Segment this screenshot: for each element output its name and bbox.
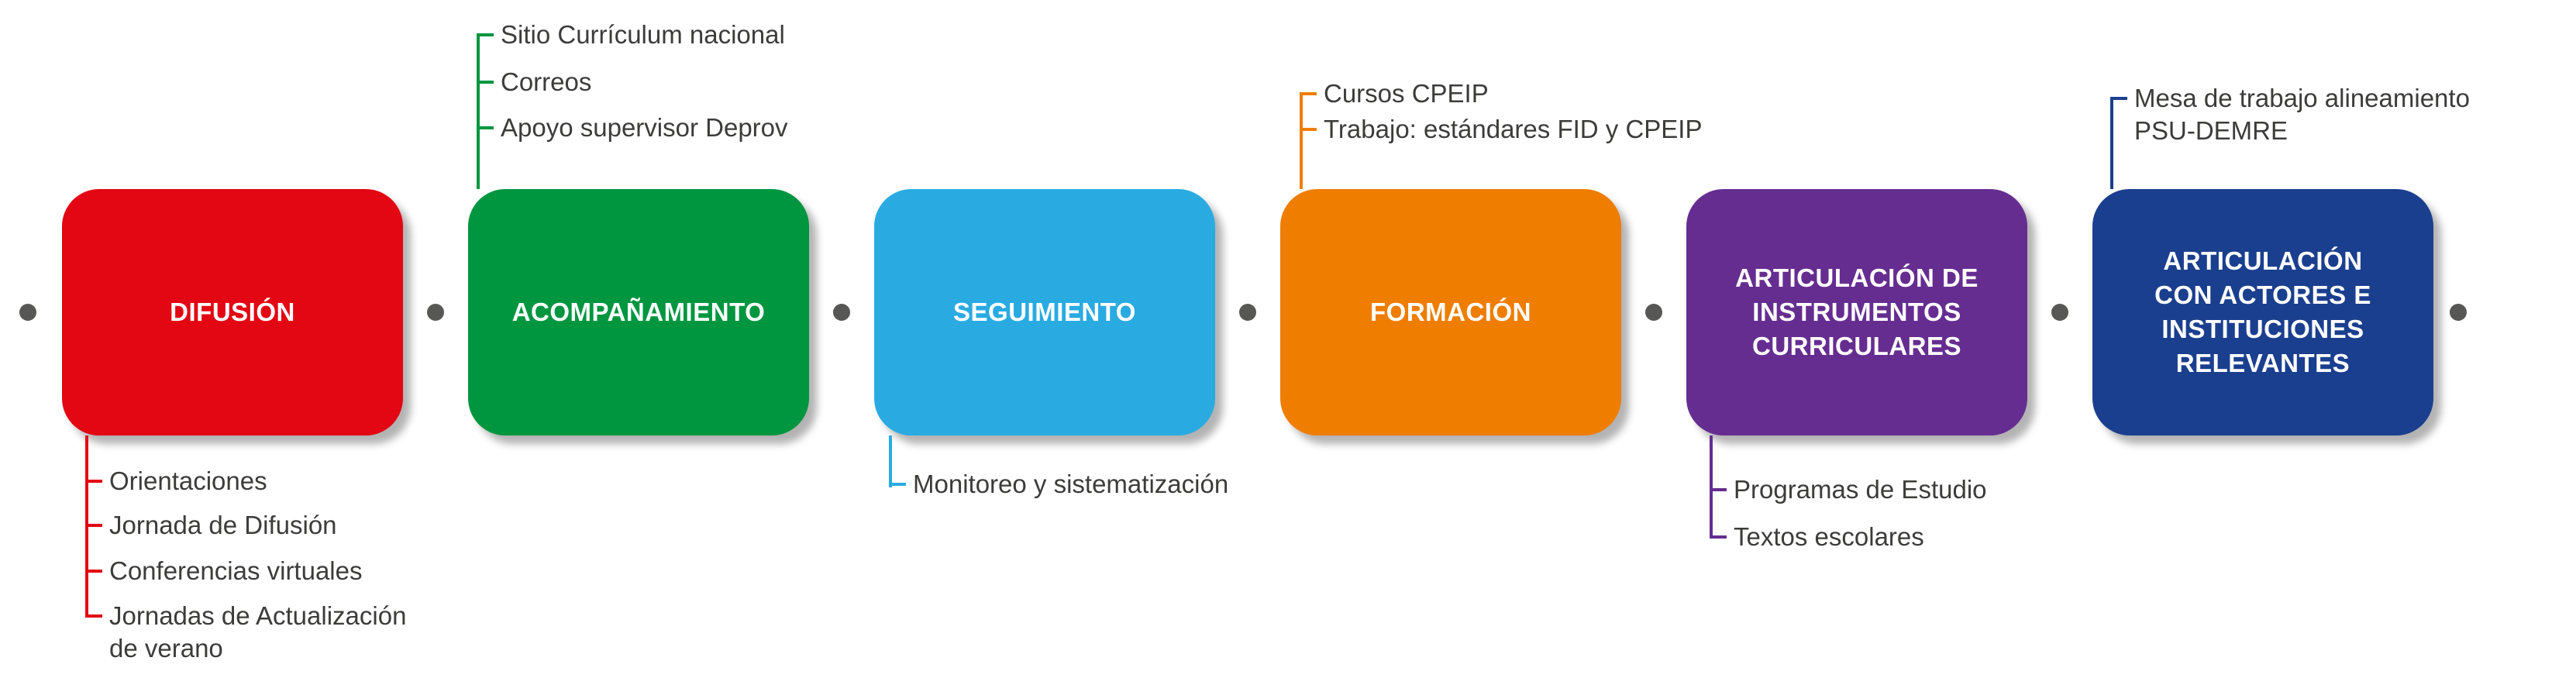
callout-tick: [1300, 92, 1317, 95]
callout-item: Sitio Currículum nacional: [477, 19, 785, 51]
callout-tick: [2110, 97, 2127, 100]
connector-dot: [833, 304, 850, 321]
callout-item-label: Programas de Estudio: [1734, 475, 1987, 504]
callout-tick: [1300, 128, 1317, 131]
callout-item-label: Correos: [501, 67, 592, 96]
stage-box-articulacion-actores: ARTICULACIÓN CON ACTORES E INSTITUCIONES…: [2092, 189, 2433, 435]
callout-item: Apoyo supervisor Deprov: [477, 112, 788, 144]
callout-item-label: Trabajo: estándares FID y CPEIP: [1324, 115, 1703, 143]
callout-item: Trabajo: estándares FID y CPEIP: [1300, 113, 1702, 146]
callout-item-label: Jornada de Difusión: [109, 511, 337, 539]
connector-dot: [1239, 304, 1256, 321]
stage-title: ARTICULACIÓN CON ACTORES E INSTITUCIONES…: [2154, 246, 2371, 377]
callout-tick: [1710, 488, 1727, 491]
callout-item-label: Textos escolares: [1734, 522, 1924, 551]
callout-tick: [85, 570, 102, 573]
connector-dot: [2450, 304, 2467, 321]
callout-tick: [477, 33, 494, 36]
callout-tick: [1710, 535, 1727, 539]
callout-item-label: Sitio Currículum nacional: [501, 20, 785, 49]
callout-item: Monitoreo y sistematización: [889, 468, 1228, 501]
stage-title: ARTICULACIÓN DE INSTRUMENTOS CURRICULARE…: [1735, 263, 1978, 360]
callout-item: Orientaciones: [85, 465, 267, 497]
stage-title: ACOMPAÑAMIENTO: [511, 298, 766, 326]
stage-box-seguimiento: SEGUIMIENTO: [874, 189, 1215, 435]
callout-item: Conferencias virtuales: [85, 555, 363, 587]
callout-tick: [85, 480, 102, 483]
callout-item: Mesa de trabajo alineamiento PSU-DEMRE: [2110, 82, 2470, 147]
callout-item-label: Jornadas de Actualización de verano: [109, 601, 407, 663]
stage-box-formacion: FORMACIÓN: [1280, 189, 1621, 435]
callout-line: [1710, 435, 1713, 539]
stage-box-articulacion-instrumentos: ARTICULACIÓN DE INSTRUMENTOS CURRICULARE…: [1686, 189, 2027, 435]
callout-tick: [85, 614, 102, 618]
callout-item: Jornadas de Actualización de verano: [85, 600, 406, 665]
callout-item-label: Cursos CPEIP: [1324, 79, 1489, 108]
stage-title: DIFUSIÓN: [170, 298, 295, 326]
callout-item: Programas de Estudio: [1710, 473, 1987, 506]
stage-box-difusion: DIFUSIÓN: [62, 189, 403, 435]
connector-dot: [19, 304, 36, 321]
connector-dot: [427, 304, 444, 321]
stage-title: SEGUIMIENTO: [953, 298, 1136, 326]
stage-title: FORMACIÓN: [1370, 298, 1531, 326]
callout-item: Textos escolares: [1710, 521, 1924, 553]
callout-item: Correos: [477, 66, 591, 98]
connector-dot: [1645, 304, 1662, 321]
connector-dot: [2051, 304, 2068, 321]
callout-line: [477, 33, 480, 189]
callout-item-label: Mesa de trabajo alineamiento PSU-DEMRE: [2134, 84, 2470, 145]
stage-box-acompanamiento: ACOMPAÑAMIENTO: [468, 189, 809, 435]
callout-tick: [477, 81, 494, 84]
callout-tick: [889, 483, 906, 486]
callout-item: Jornada de Difusión: [85, 509, 337, 542]
callout-item-label: Monitoreo y sistematización: [913, 470, 1229, 498]
callout-item-label: Apoyo supervisor Deprov: [501, 113, 788, 142]
callout-item: Cursos CPEIP: [1300, 77, 1489, 110]
callout-tick: [85, 524, 102, 527]
callout-item-label: Orientaciones: [109, 466, 267, 495]
callout-line: [2110, 97, 2113, 189]
callout-line: [889, 435, 892, 487]
callout-tick: [477, 126, 494, 129]
callout-line: [1300, 92, 1303, 189]
callout-item-label: Conferencias virtuales: [109, 556, 363, 585]
